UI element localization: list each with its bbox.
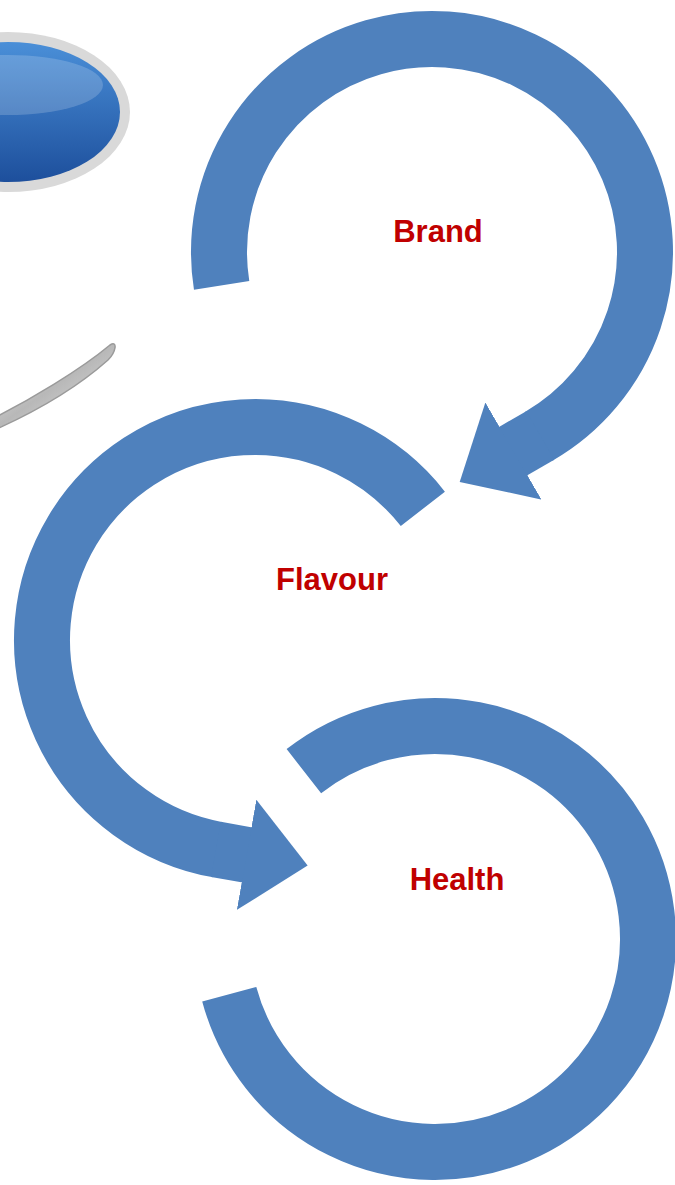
brand-logo [0, 32, 130, 192]
ring-outline [14, 399, 496, 881]
ring-arc [42, 427, 423, 850]
logo-shine [0, 55, 103, 115]
logo-rim [0, 32, 130, 192]
spoon-illustration [0, 344, 115, 432]
ring-arc [229, 726, 648, 1152]
node-label: Brand [393, 214, 483, 250]
circular-arrow-node: Flavour [14, 399, 496, 881]
logo-oval [0, 42, 120, 182]
ring-arc [219, 39, 645, 436]
circular-arrow-node: Health [194, 698, 675, 1180]
node-label: Flavour [276, 562, 388, 598]
node-label: Health [410, 862, 505, 898]
arrow-connector [513, 435, 541, 451]
ring-outline [194, 698, 675, 1180]
spoon-handle [0, 344, 115, 432]
arrow-connector [216, 849, 248, 855]
